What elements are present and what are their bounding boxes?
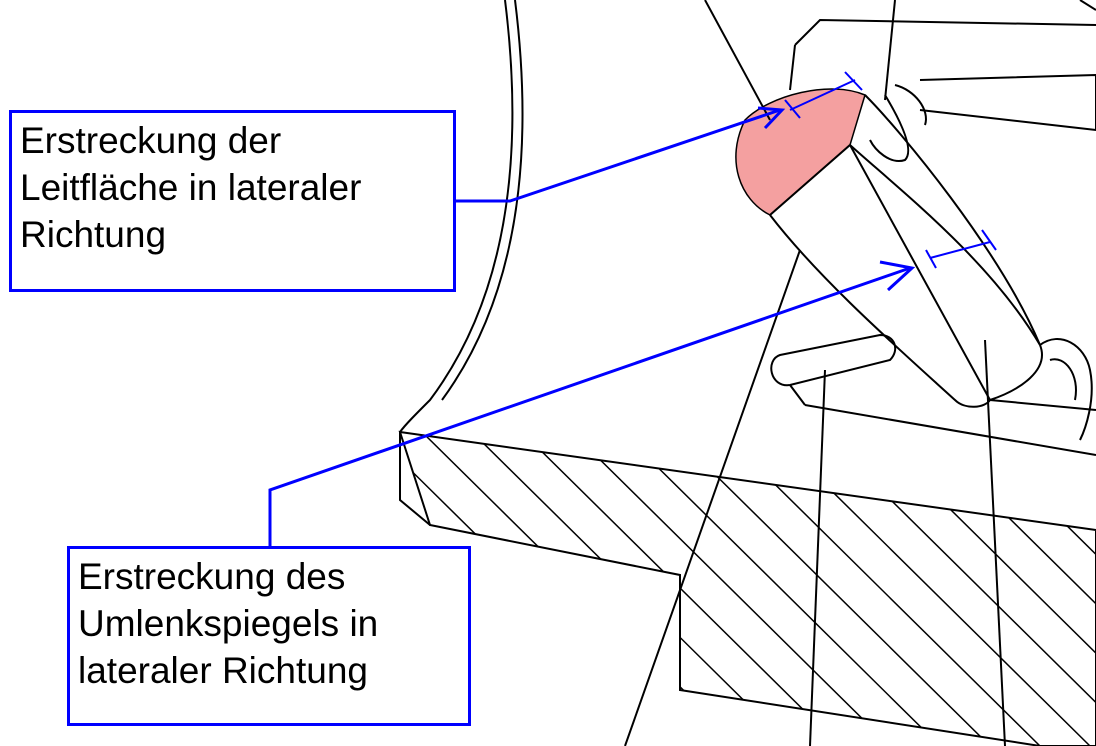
- base-section: [398, 430, 1096, 746]
- callout-line: Erstreckung des: [78, 556, 346, 597]
- guide-surface-highlight: [735, 88, 866, 216]
- upper-bracket: [789, 0, 1096, 162]
- reference-leader-lines: [624, 0, 1006, 746]
- callout-line: Umlenkspiegels in: [78, 603, 379, 644]
- callout-guide-surface: Erstreckung der Leitfläche in lateraler …: [9, 110, 456, 292]
- deflection-mirror: [769, 94, 1043, 408]
- arrowhead-1: [757, 106, 786, 130]
- callout-line: Richtung: [20, 214, 167, 255]
- leader-arrow-1: [455, 108, 781, 203]
- callout-deflection-mirror: Erstreckung des Umlenkspiegels in latera…: [67, 546, 471, 726]
- right-mount: [804, 338, 1096, 456]
- callout-line: Leitfläche in lateraler: [20, 167, 362, 208]
- arrowhead-2: [879, 260, 916, 292]
- dimension-marks: [784, 71, 997, 269]
- callout-line: Erstreckung der: [20, 120, 282, 161]
- callout-line: lateraler Richtung: [78, 650, 368, 691]
- leader-arrow-2: [268, 266, 911, 546]
- callout-leaders: [268, 106, 916, 546]
- pin: [770, 333, 897, 406]
